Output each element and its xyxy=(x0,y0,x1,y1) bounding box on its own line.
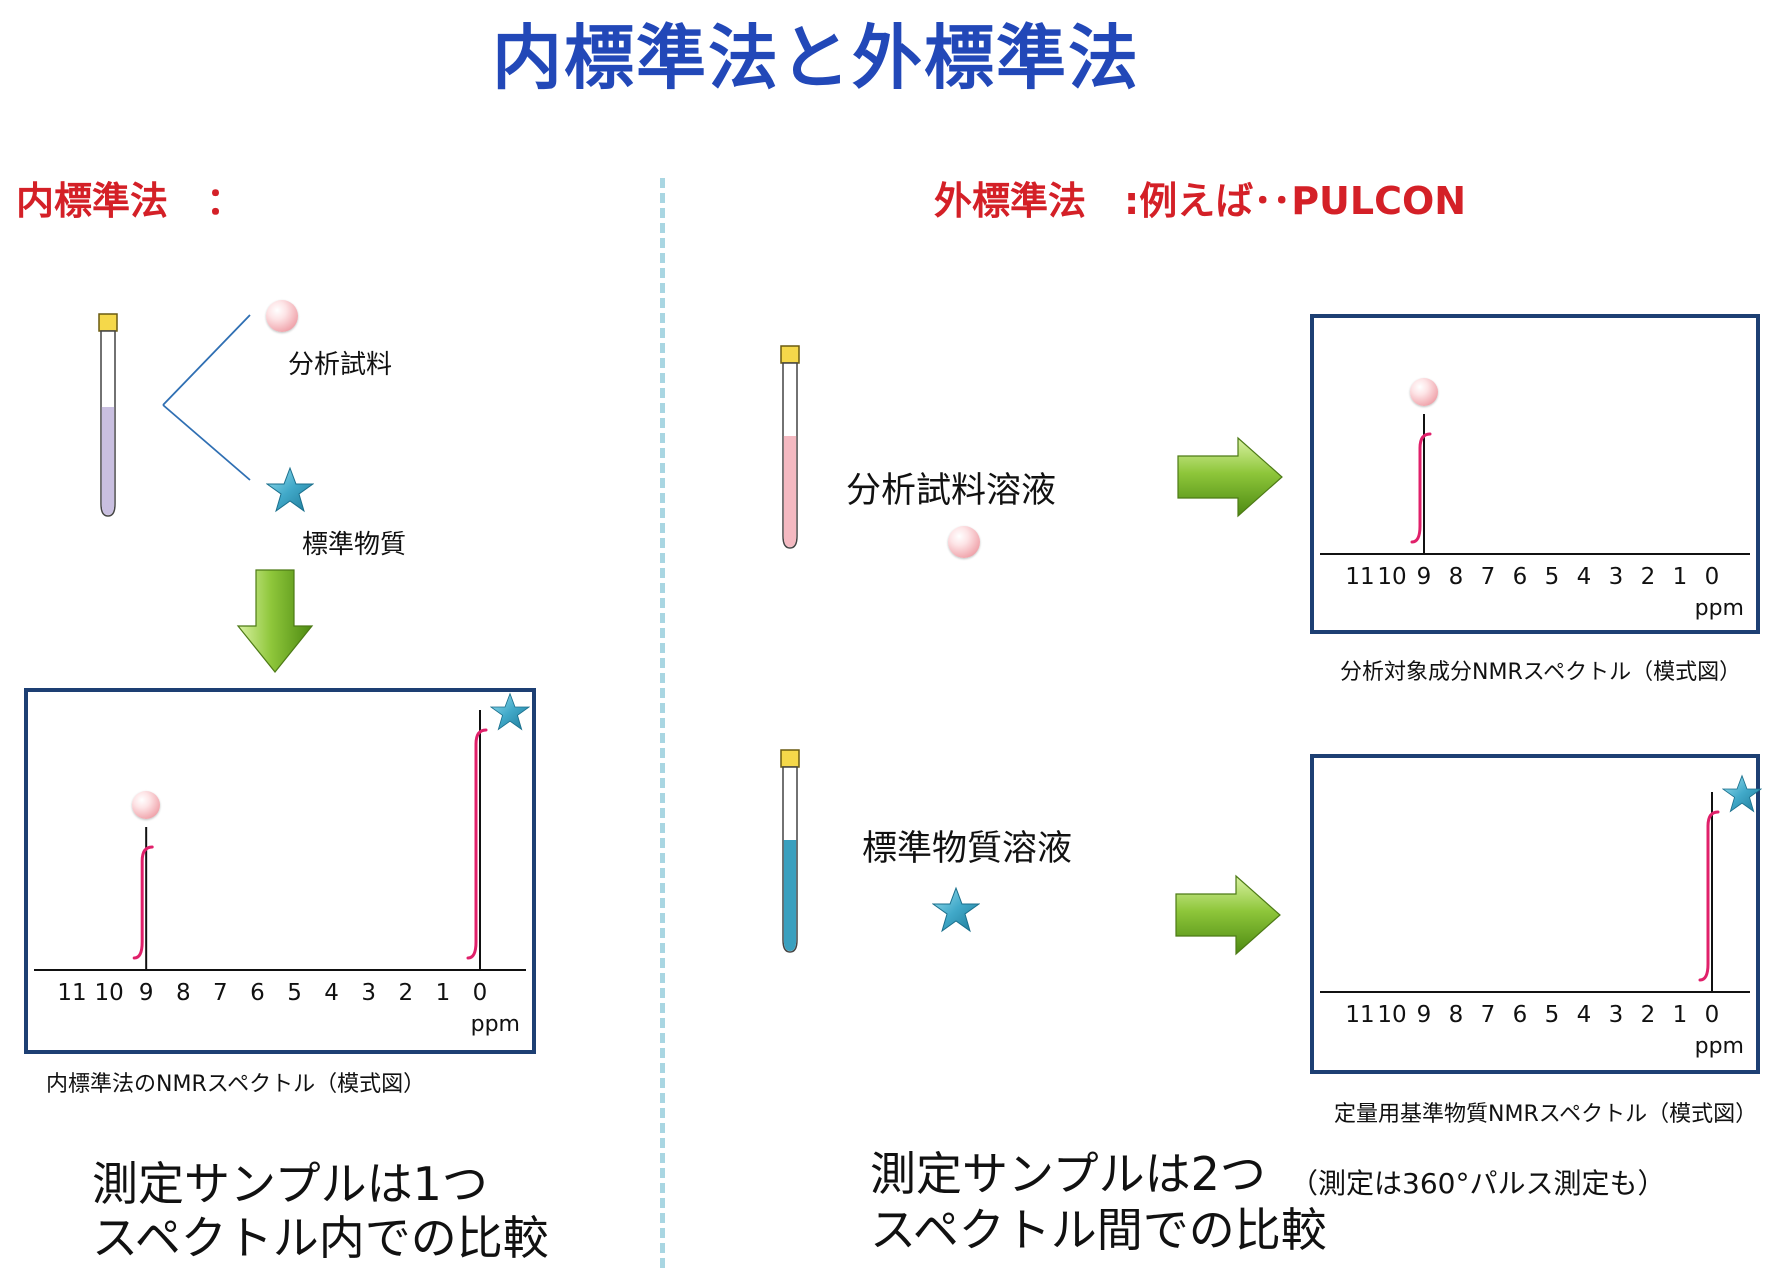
external-standard-heading: 外標準法 :例えば･･PULCON xyxy=(934,179,1467,223)
tick-label: 7 xyxy=(213,980,228,1006)
tick-label: 4 xyxy=(1576,564,1592,590)
integral-curve xyxy=(1698,810,1720,982)
tick-label: 1 xyxy=(1672,1002,1688,1028)
tick-label: 3 xyxy=(1608,564,1624,590)
down-arrow-icon xyxy=(236,569,314,673)
tick-label: 8 xyxy=(1448,564,1464,590)
standard-solution-tube-icon xyxy=(780,749,800,953)
peak-sample-ball-icon xyxy=(132,791,161,819)
tick-label: 6 xyxy=(1512,1002,1528,1028)
internal-spectrum-plot xyxy=(34,710,526,971)
peak-sample-ball-icon xyxy=(1410,378,1438,406)
tick-label: 7 xyxy=(1480,564,1496,590)
standard-solution-label: 標準物質溶液 xyxy=(862,829,1073,869)
tick-label: 9 xyxy=(1416,564,1432,590)
right-arrow-top-icon xyxy=(1177,436,1283,518)
tick-label: 1 xyxy=(1672,564,1688,590)
external-summary-line2: スペクトル間での比較 xyxy=(870,1203,1327,1257)
ppm-unit-label: ppm xyxy=(1694,596,1744,621)
tick-label: 2 xyxy=(398,980,414,1006)
tick-label: 4 xyxy=(1576,1002,1592,1028)
standard-solution-star-icon xyxy=(932,886,980,933)
tick-label: 9 xyxy=(1416,1002,1432,1028)
tick-label: 2 xyxy=(1640,564,1656,590)
internal-standard-heading: 内標準法 ： xyxy=(16,179,245,223)
tick-label: 2 xyxy=(1640,1002,1656,1028)
tick-label: 8 xyxy=(175,980,191,1006)
standard-label: 標準物質 xyxy=(302,530,407,560)
tick-label: 11 xyxy=(1345,564,1375,590)
tick-label: 10 xyxy=(1377,564,1407,590)
tick-label: 5 xyxy=(287,980,302,1006)
external-summary-note: （測定は360°パルス測定も） xyxy=(1290,1167,1666,1200)
analyte-spectrum-plot xyxy=(1320,414,1750,555)
tick-label: 5 xyxy=(1544,564,1560,590)
integral-curve xyxy=(466,728,488,960)
reference-spectrum-plot xyxy=(1320,792,1750,993)
tick-label: 8 xyxy=(1448,1002,1464,1028)
tick-label: 5 xyxy=(1544,1002,1560,1028)
branch-lines xyxy=(162,314,251,481)
star-shape xyxy=(490,692,530,731)
tick-label: 1 xyxy=(435,980,451,1006)
tick-label: 3 xyxy=(1608,1002,1624,1028)
tick-label: 0 xyxy=(1704,1002,1720,1028)
sample-solution-tube-icon xyxy=(780,345,800,549)
peak-standard-star-icon xyxy=(1722,774,1762,813)
external-summary-line1: 測定サンプルは2つ xyxy=(870,1147,1266,1201)
reference-spectrum-caption: 定量用基準物質NMRスペクトル（模式図） xyxy=(1334,1102,1758,1127)
tick-label: 9 xyxy=(138,980,154,1006)
internal-summary-line2: スペクトル内での比較 xyxy=(92,1211,549,1265)
tick-label: 11 xyxy=(1345,1002,1375,1028)
star-shape xyxy=(1722,774,1762,813)
mixed-sample-tube-icon xyxy=(98,313,118,517)
tick-label: 3 xyxy=(361,980,377,1006)
tick-label: 4 xyxy=(324,980,339,1006)
peak-standard-star-icon xyxy=(490,692,530,731)
sample-solution-ball-icon xyxy=(948,526,980,558)
section-divider xyxy=(660,178,665,1268)
right-arrow-bottom-icon xyxy=(1175,874,1281,956)
tick-label: 0 xyxy=(1704,564,1720,590)
ppm-unit-label: ppm xyxy=(470,1012,520,1037)
sample-label: 分析試料 xyxy=(288,350,393,380)
tick-label: 6 xyxy=(1512,564,1528,590)
tick-label: 7 xyxy=(1480,1002,1496,1028)
sample-ball-icon xyxy=(266,300,298,332)
internal-summary-line1: 測定サンプルは1つ xyxy=(92,1157,488,1211)
standard-star-icon xyxy=(266,466,314,513)
sample-solution-label: 分析試料溶液 xyxy=(846,471,1057,511)
tick-label: 10 xyxy=(94,980,124,1006)
integral-curve xyxy=(1410,432,1432,544)
tick-label: 11 xyxy=(57,980,87,1006)
internal-spectrum-caption: 内標準法のNMRスペクトル（模式図） xyxy=(46,1072,426,1097)
tick-label: 6 xyxy=(250,980,265,1006)
tick-label: 0 xyxy=(472,980,488,1006)
tick-label: 10 xyxy=(1377,1002,1407,1028)
ppm-unit-label: ppm xyxy=(1694,1034,1744,1059)
analyte-spectrum-caption: 分析対象成分NMRスペクトル（模式図） xyxy=(1340,660,1742,685)
integral-curve xyxy=(132,845,154,960)
page-title: 内標準法と外標準法 xyxy=(492,17,1140,99)
